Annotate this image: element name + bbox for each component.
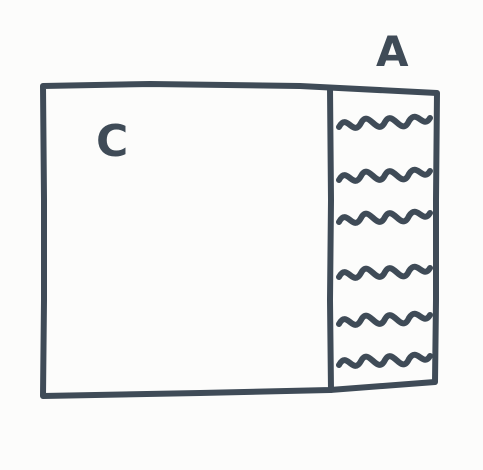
squiggle-line-2 — [336, 166, 433, 184]
left-panel-label: C — [96, 116, 128, 167]
panel-divider — [327, 85, 334, 393]
outer-frame — [40, 81, 440, 399]
squiggle-line-4 — [336, 263, 433, 281]
squiggle-line-1 — [336, 113, 433, 131]
squiggle-line-6 — [336, 351, 433, 369]
squiggle-line-5 — [336, 310, 433, 328]
right-panel-label: A — [376, 27, 409, 76]
squiggle-line-3 — [336, 208, 433, 226]
